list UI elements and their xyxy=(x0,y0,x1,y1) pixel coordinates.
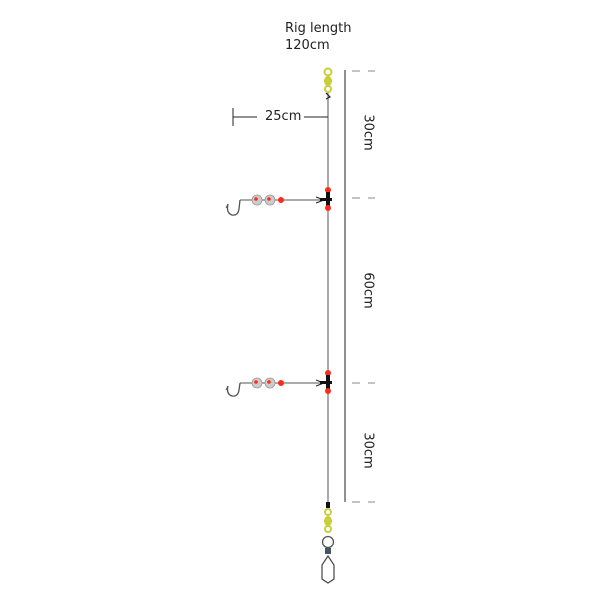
swivel-icon xyxy=(321,502,335,554)
lead-weight-icon xyxy=(321,554,335,584)
snood-dimension xyxy=(232,108,328,126)
hook-icon xyxy=(226,199,241,216)
rig-title-line1: Rig length xyxy=(285,21,352,36)
hook-icon xyxy=(226,382,241,397)
bead-red-icon xyxy=(278,380,284,386)
boom-icon xyxy=(320,187,332,211)
rig-title-line2: 120cm xyxy=(285,38,330,53)
top-section-label: 30cm xyxy=(360,114,376,151)
upper-snood xyxy=(225,194,326,216)
boom-icon xyxy=(320,370,332,394)
lower-snood xyxy=(225,377,326,397)
snood-length-label: 25cm xyxy=(265,109,302,124)
bead-red-icon xyxy=(278,197,284,203)
rig-title: Rig length 120cm xyxy=(285,20,351,54)
middle-section-label: 60cm xyxy=(360,272,376,309)
measure-ticks xyxy=(352,70,375,503)
bottom-section-label: 30cm xyxy=(360,432,376,469)
swivel-icon xyxy=(323,67,333,100)
